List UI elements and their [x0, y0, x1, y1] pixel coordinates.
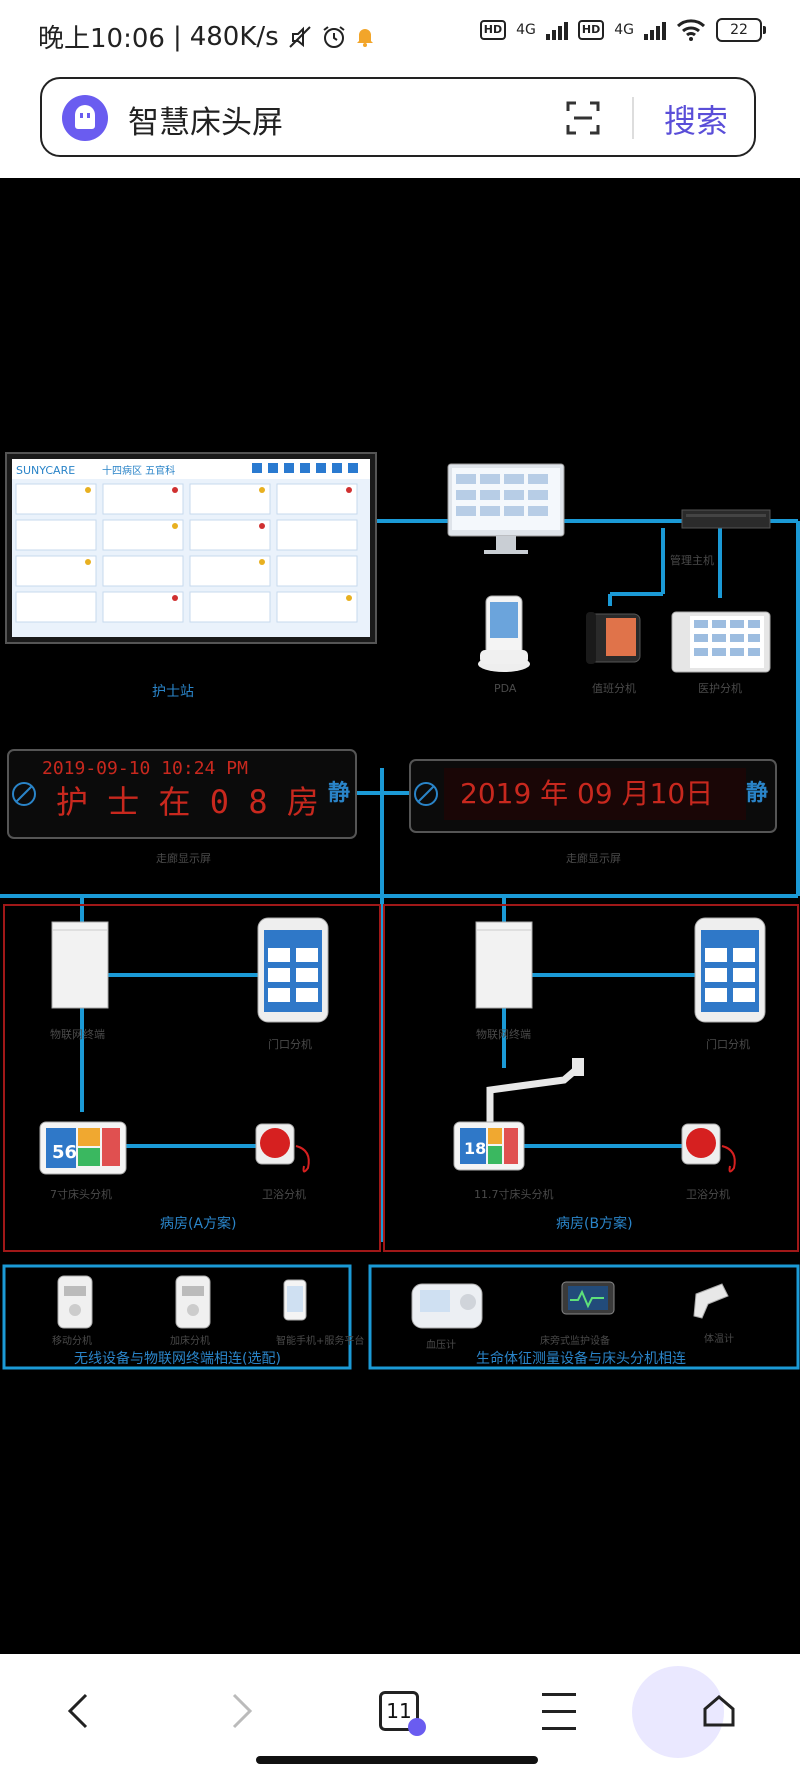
- system-diagram: SUNYCARE 十四病区 五官科 护士站 管理主机: [0, 452, 800, 1370]
- led-a-line2: 护 士 在 0 8 房: [56, 783, 319, 821]
- desktop-computer: [447, 463, 565, 554]
- desk-phone: [586, 612, 641, 664]
- chevron-left-icon: [67, 1693, 88, 1729]
- led-b-text: 2019 年 09 月10日: [460, 777, 713, 810]
- app-logo-icon: [62, 95, 108, 141]
- connection-lines: [0, 519, 800, 1242]
- label-door-b: 门口分机: [706, 1037, 750, 1051]
- tabs-icon: 11: [379, 1691, 426, 1736]
- status-left: 晚上10:06 | 480K/s: [38, 18, 375, 55]
- mute-icon: [288, 25, 311, 48]
- corridor-display-b: 2019 年 09 月10日 静: [409, 759, 777, 833]
- nurse-station-monitor: SUNYCARE 十四病区 五官科: [5, 452, 377, 644]
- wireless-panel: [2, 1264, 352, 1370]
- screen-a-number: 56: [52, 1142, 77, 1163]
- status-bar: 晚上10:06 | 480K/s HD 4G HD 4G 22: [0, 0, 800, 70]
- label-bp: 血压计: [426, 1338, 456, 1351]
- vital-panel: [368, 1264, 800, 1370]
- hd-badge-1: HD: [479, 20, 507, 40]
- battery-icon: 22: [716, 18, 766, 42]
- led-b-quiet: 静: [746, 780, 768, 806]
- label-app: 智能手机+服务平台: [276, 1334, 364, 1347]
- search-input[interactable]: 智慧床头屏: [128, 105, 283, 141]
- home-button[interactable]: [684, 1676, 754, 1746]
- status-time: 晚上10:06: [38, 24, 165, 54]
- label-host: 管理主机: [670, 553, 714, 567]
- bp-monitor-device: [411, 1283, 483, 1329]
- bedside-unit-b: 18: [453, 1058, 584, 1171]
- wireless-caption: 无线设备与物联网终端相连(选配): [74, 1350, 281, 1367]
- mobile-ext-device: [57, 1275, 93, 1329]
- label-toilet-b: 卫浴分机: [686, 1187, 730, 1201]
- tabs-button[interactable]: 11: [364, 1676, 434, 1746]
- label-door-a: 门口分机: [268, 1037, 312, 1051]
- label-phone-ext: 值班分机: [592, 681, 636, 695]
- bedside-unit-a: 56: [39, 1121, 127, 1175]
- toilet-button-b: [681, 1123, 736, 1173]
- iot-terminal-a: [51, 921, 109, 1009]
- bedside-monitor-device: [561, 1281, 615, 1315]
- label-room-a: 病房(A方案): [160, 1215, 237, 1232]
- thermometer-device: [693, 1283, 729, 1319]
- signal-icon-2: [644, 20, 666, 40]
- forward-button[interactable]: [206, 1676, 276, 1746]
- label-iot-b: 物联网终端: [476, 1027, 531, 1041]
- status-separator: |: [172, 21, 182, 52]
- notification-bell-icon: [356, 28, 373, 47]
- signal-icon-1: [545, 20, 568, 40]
- label-toilet-a: 卫浴分机: [262, 1187, 306, 1201]
- door-unit-b: [694, 917, 766, 1023]
- label-monitor-dev: 床旁式监护设备: [540, 1334, 610, 1347]
- monitor-header: 十四病区 五官科: [102, 464, 175, 477]
- led-a-quiet: 静: [328, 780, 350, 806]
- hd-badge-2: HD: [577, 20, 605, 40]
- led-a-line1: 2019-09-10 10:24 PM: [42, 758, 248, 779]
- search-button[interactable]: 搜索: [664, 102, 729, 140]
- vital-caption: 生命体征测量设备与床头分机相连: [476, 1350, 686, 1367]
- status-speed: 480K/s: [189, 21, 279, 52]
- label-corridor-b: 走廊显示屏: [566, 851, 621, 865]
- bottom-navigation: 11: [0, 1654, 800, 1778]
- label-nurse-ext: 医护分机: [698, 681, 742, 695]
- label-bedside-b: 11.7寸床头分机: [474, 1187, 554, 1201]
- label-mobile-ext: 移动分机: [52, 1334, 92, 1347]
- search-divider: [632, 97, 634, 139]
- corridor-display-a: 2019-09-10 10:24 PM 护 士 在 0 8 房 静: [7, 749, 357, 839]
- cart-ext-device: [175, 1275, 211, 1329]
- tab-count: 11: [386, 1699, 412, 1723]
- assistant-blob: [632, 1666, 724, 1758]
- label-cart-ext: 加床分机: [170, 1334, 210, 1347]
- home-icon: [703, 1695, 735, 1727]
- label-thermo: 体温计: [704, 1332, 734, 1345]
- back-button[interactable]: [44, 1676, 114, 1746]
- nurse-terminal: [671, 611, 771, 673]
- network-label-1: 4G: [516, 22, 536, 38]
- iot-terminal-b: [475, 921, 533, 1009]
- home-indicator: [256, 1756, 538, 1764]
- label-iot-a: 物联网终端: [50, 1027, 105, 1041]
- content-image: SUNYCARE 十四病区 五官科 护士站 管理主机: [0, 178, 800, 1654]
- toilet-button-a: [255, 1123, 310, 1173]
- status-right: HD 4G HD 4G 22: [479, 18, 766, 42]
- ghost-badge-icon: [408, 1718, 426, 1736]
- monitor-brand: SUNYCARE: [16, 464, 75, 477]
- label-corridor-a: 走廊显示屏: [156, 851, 211, 865]
- alarm-icon: [323, 25, 345, 48]
- search-bar[interactable]: 智慧床头屏 搜索: [40, 77, 756, 157]
- chevron-right-icon: [232, 1693, 253, 1729]
- network-label-2: 4G: [614, 22, 634, 38]
- management-host: [681, 509, 771, 529]
- menu-button[interactable]: [524, 1676, 594, 1746]
- label-room-b: 病房(B方案): [556, 1215, 633, 1232]
- scan-icon[interactable]: [566, 101, 600, 135]
- label-pda: PDA: [494, 682, 517, 695]
- smartphone-device: [283, 1279, 307, 1321]
- wifi-icon: [676, 19, 706, 41]
- door-unit-a: [257, 917, 329, 1023]
- room-boundaries: [3, 904, 799, 1252]
- label-bedside-a: 7寸床头分机: [50, 1187, 112, 1201]
- screen-b-number: 18: [464, 1139, 486, 1158]
- label-nurse-station: 护士站: [152, 684, 194, 700]
- pda-device: [478, 595, 530, 672]
